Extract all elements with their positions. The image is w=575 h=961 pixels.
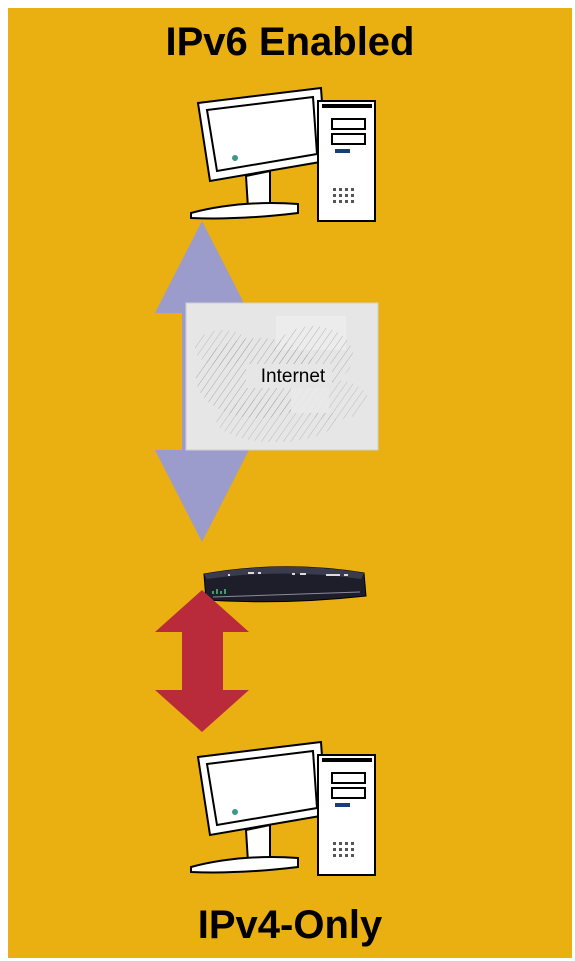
diagram-canvas [8, 8, 572, 958]
ipv4-only-label: IPv4-Only [8, 903, 572, 948]
internet-label: Internet [248, 366, 338, 388]
diagram-panel: IPv6 Enabled Internet IPv4-Only [8, 8, 572, 958]
ipv6-enabled-label: IPv6 Enabled [8, 20, 572, 65]
tower-icon [318, 101, 375, 221]
tower-icon [318, 755, 375, 875]
router-icon [204, 567, 366, 602]
